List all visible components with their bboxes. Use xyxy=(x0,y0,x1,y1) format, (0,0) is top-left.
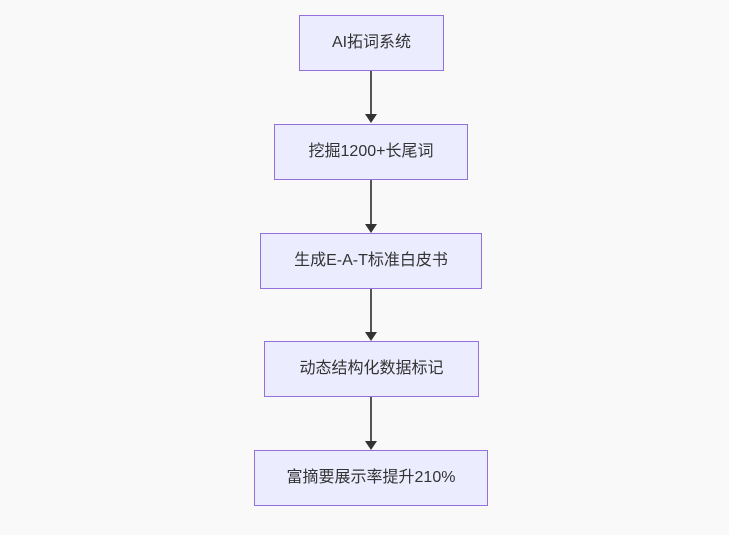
flow-node-ai-word-expansion-system: AI拓词系统 xyxy=(299,15,444,71)
flow-node-label: 挖掘1200+长尾词 xyxy=(308,143,434,160)
connector-line xyxy=(370,397,372,443)
arrowhead-down-icon xyxy=(365,224,377,233)
arrowhead-down-icon xyxy=(365,332,377,341)
flow-node-mine-longtail-keywords: 挖掘1200+长尾词 xyxy=(274,124,468,180)
connector-3 xyxy=(364,289,378,341)
flow-node-label: 动态结构化数据标记 xyxy=(299,360,444,377)
connector-line xyxy=(370,289,372,334)
connector-line xyxy=(370,71,372,116)
connector-2 xyxy=(364,180,378,233)
flow-node-dynamic-structured-data-markup: 动态结构化数据标记 xyxy=(264,341,479,397)
flow-node-generate-eat-whitepaper: 生成E-A-T标准白皮书 xyxy=(260,233,482,289)
flow-node-label: 生成E-A-T标准白皮书 xyxy=(294,252,448,269)
flow-node-label: AI拓词系统 xyxy=(331,34,412,51)
arrowhead-down-icon xyxy=(365,441,377,450)
flow-node-label: 富摘要展示率提升210% xyxy=(286,469,456,486)
arrowhead-down-icon xyxy=(365,114,377,123)
connector-4 xyxy=(364,397,378,450)
flow-node-rich-snippet-rate-increase: 富摘要展示率提升210% xyxy=(254,450,488,506)
connector-line xyxy=(370,180,372,226)
connector-1 xyxy=(364,71,378,123)
